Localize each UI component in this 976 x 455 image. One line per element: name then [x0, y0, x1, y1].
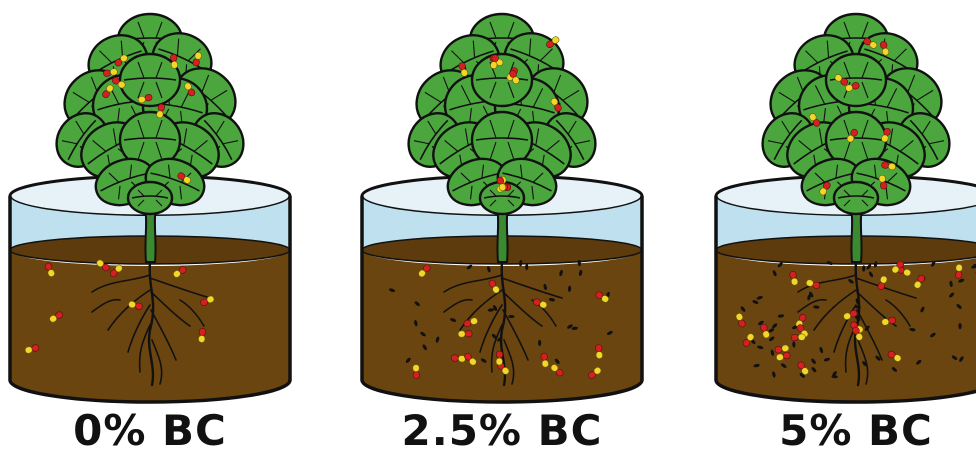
- pot-illustration: [352, 0, 652, 408]
- pot-panel-0pct: 0% BC: [0, 0, 300, 454]
- pot-illustration: [706, 0, 976, 408]
- soil-layer: [716, 250, 976, 402]
- panel-label: 5% BC: [706, 408, 976, 454]
- pot-illustration: [0, 0, 300, 408]
- leaf: [128, 182, 172, 214]
- pot-panel-2-5pct: 2.5% BC: [352, 0, 652, 454]
- panel-label: 2.5% BC: [352, 408, 652, 454]
- pot-panel-5pct: 5% BC: [706, 0, 976, 454]
- soil-surface: [716, 236, 976, 264]
- panel-label: 0% BC: [0, 408, 300, 454]
- leaf: [826, 54, 886, 106]
- leaf: [834, 182, 878, 214]
